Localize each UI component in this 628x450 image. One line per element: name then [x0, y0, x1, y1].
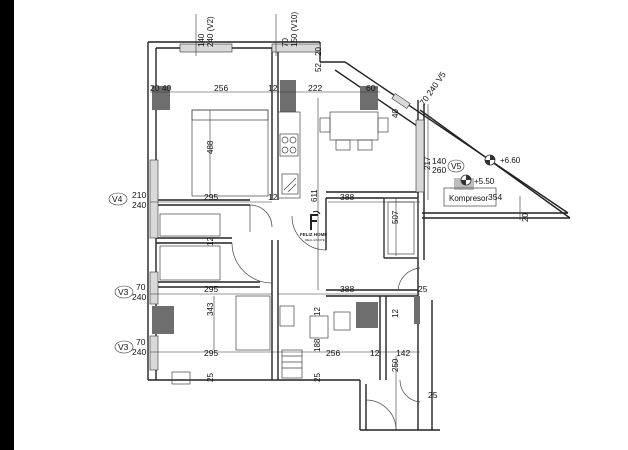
label-v5-diag: 70 240 V5 [417, 69, 448, 107]
logo-tagline: REAL ESTATE [305, 238, 325, 242]
dim-v5-260: 260 [432, 165, 446, 175]
dim-60: 60 [366, 83, 376, 93]
dim-217: 217 [423, 156, 432, 170]
dim-v4-210: 210 [132, 190, 146, 200]
level-plus-6-60: +6.60 [500, 156, 521, 165]
dim-295-c: 295 [204, 348, 218, 358]
dim-25-c: 25 [313, 373, 322, 382]
dim-256: 256 [214, 83, 228, 93]
dim-v4-240: 240 [132, 200, 146, 210]
dim-343: 343 [206, 302, 215, 316]
label-v3-a: V3 [118, 287, 129, 297]
logo-name: FELIZ HOME [300, 232, 327, 237]
dim-40: 40 [391, 109, 400, 118]
dim-v3-70-a: 70 [136, 282, 146, 292]
dim-v3-240-b: 240 [132, 347, 146, 357]
dim-top-v2-240: 240 (V2) [206, 16, 215, 47]
dim-25-d: 25 [428, 390, 438, 400]
dim-20-bal: 20 [521, 213, 530, 222]
dim-488: 488 [206, 140, 215, 154]
feliz-home-logo [310, 210, 321, 230]
label-v3-b: V3 [118, 342, 129, 352]
level-plus-5-50: +5.50 [474, 177, 495, 186]
dim-388-b: 388 [340, 284, 354, 294]
level-markers [460, 154, 496, 186]
dim-top-52: 52 [314, 63, 323, 72]
dim-25-a: 25 [418, 284, 428, 294]
dim-12-f: 12 [370, 348, 380, 358]
dim-611: 611 [310, 189, 319, 202]
compressor-label: Kompresor [449, 194, 488, 203]
label-v5: V5 [451, 161, 462, 171]
dim-354: 354 [488, 192, 502, 202]
dim-top-v10-150: 150 (V10) [290, 12, 299, 47]
columns [152, 80, 420, 334]
dim-v5-140: 140 [432, 156, 446, 166]
dim-12-b: 12 [268, 192, 278, 202]
left-edge-bar [0, 0, 14, 450]
dim-142: 142 [396, 348, 410, 358]
dim-20-40: 20 40 [150, 83, 172, 93]
dim-295-a: 295 [204, 192, 218, 202]
dim-top-v10-70: 70 [281, 38, 290, 47]
dim-222: 222 [308, 83, 322, 93]
dim-v3-70-b: 70 [136, 337, 146, 347]
dim-25-b: 25 [206, 373, 215, 382]
dim-250: 250 [391, 358, 400, 372]
dim-top-v2-140: 140 [197, 33, 206, 47]
dim-256-b: 256 [326, 348, 340, 358]
dim-12-e: 12 [391, 309, 400, 318]
dimension-lines [150, 14, 521, 430]
dim-v3-240-a: 240 [132, 292, 146, 302]
door-swings [231, 204, 421, 431]
dim-12-d: 12 [313, 307, 322, 316]
dim-top-20: 20 [314, 47, 323, 56]
windows [149, 43, 425, 371]
label-v4: V4 [112, 194, 123, 204]
dim-188: 188 [313, 338, 322, 352]
dim-12-c: 12 [206, 237, 215, 246]
dim-295-b: 295 [204, 284, 218, 294]
dim-12-a: 12 [268, 83, 278, 93]
dim-388-a: 388 [340, 192, 354, 202]
dim-507: 507 [391, 210, 400, 224]
